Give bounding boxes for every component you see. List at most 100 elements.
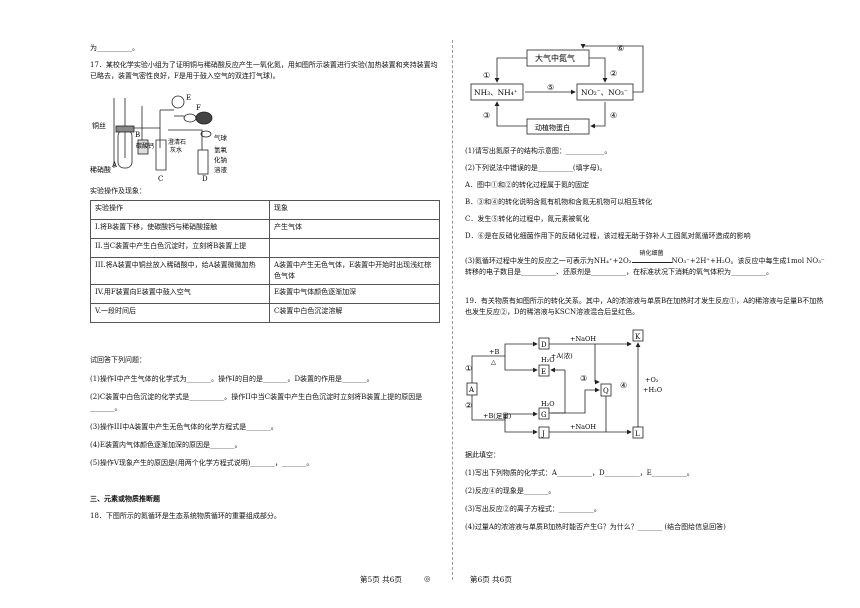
diagram-label: J xyxy=(541,430,545,438)
q17-stem: 17．某校化学实验小组为了证明铜与稀硝酸反应产生一氧化氮，用如图所示装置进行实验… xyxy=(90,61,438,80)
diagram-label: NH₃、NH₄⁺ xyxy=(474,88,518,97)
table-cell xyxy=(269,238,440,258)
diagram-label: +NaOH xyxy=(570,335,596,343)
q17-sub-1: (1)操作I中产生气体的化学式为_______。操作I的目的是_______。D… xyxy=(90,375,374,383)
table-cell: V.一段时间后 xyxy=(90,302,270,323)
apparatus-diagram: 铜丝 B 碳酸钙 A 稀硝酸 澄清石 灰水 C D E F 气球 氢氧 化钠 溶… xyxy=(90,94,228,183)
prev-question-tail: 为__________。 xyxy=(90,44,139,52)
q17-sub-3: (3)操作III中A装置中产生无色气体的化学方程式是_______。 xyxy=(90,423,278,431)
table-cell: II.当C装置中产生白色沉淀时，立刻将B装置上提 xyxy=(90,238,270,258)
table-cell: IV.用F装置向E装置中鼓入空气 xyxy=(90,283,270,304)
diagram-label: E xyxy=(541,368,546,376)
label-dilute-acid: 稀硝酸 xyxy=(90,165,111,174)
table-caption: 实验操作及现象： xyxy=(90,187,146,195)
q19-sub-4: (4)过量A的浓溶液与单质B加热时能否产生G？为什么？_______ (结合图给… xyxy=(465,523,726,531)
table-cell: III.将A装置中铜丝放入稀硝酸中，给A装置微微加热 xyxy=(90,257,270,285)
diagram-label: ⑥ xyxy=(617,44,624,53)
q18-stem: 18．下图所示的氮循环是生态系统物质循环的重要组成部分。 xyxy=(90,512,281,520)
diagram-label: H₂O xyxy=(541,400,555,408)
label-a: A xyxy=(111,161,118,169)
diagram-label: ② xyxy=(465,401,472,410)
q17-sub-4: (4)E装置内气体颜色逐渐加深的原因是_______。 xyxy=(90,441,242,449)
table-cell: 产生气体 xyxy=(269,219,440,239)
diagram-label: NO₂⁻、NO₃⁻ xyxy=(581,88,628,97)
table-header-cell: 现象 xyxy=(269,200,440,220)
label-caco3: 碳酸钙 xyxy=(136,142,154,150)
label-naoh-3: 溶液 xyxy=(214,165,228,174)
diagram-label: ③ xyxy=(580,374,587,383)
table-row: III.将A装置中铜丝放入稀硝酸中，给A装置微微加热 A装置中产生无色气体，E装… xyxy=(90,257,440,285)
option-d: D．⑥是在反硝化细菌作用下的反硝化过程，该过程无助于弥补人工固氮对氮循环造成的影… xyxy=(465,232,751,240)
box-protein xyxy=(526,118,590,135)
label-b: B xyxy=(135,131,140,139)
diagram-label: +B xyxy=(489,348,499,356)
q17-sub-5: (5)操作V现象产生的原因是(用两个化学方程式说明)_______，______… xyxy=(90,459,314,467)
diagram-label: ③ xyxy=(483,111,490,120)
q19-sub-2: (2)反应④的现象是_______。 xyxy=(465,487,556,495)
diagram-label: Q xyxy=(603,387,609,395)
section-3-heading: 三、元素或物质推断题 xyxy=(90,494,160,503)
option-c: C．发生⑤转化的过程中，氮元素被氧化 xyxy=(465,215,590,223)
option-b: B．③和④的转化说明含氮有机物和含氮无机物可以相互转化 xyxy=(465,198,653,206)
diagram-label: ① xyxy=(465,364,472,373)
label-limewater-1: 澄清石 xyxy=(168,138,186,146)
page-number-right: 第6页 共6页 xyxy=(470,575,512,584)
table-cell: C装置中白色沉淀溶解 xyxy=(269,302,440,323)
diagram-label: +A(浓) xyxy=(551,351,573,360)
label-naoh-1: 氢氧 xyxy=(214,145,228,154)
diagram-label: H₂O xyxy=(541,356,555,364)
option-a: A．图中①和②的转化过程属于氮的固定 xyxy=(465,181,590,189)
q17-sub-2: (2)C装置中白色沉淀的化学式是__________。操作II中当C装置中产生白… xyxy=(90,393,423,412)
label-copper-wire: 铜丝 xyxy=(92,121,106,130)
diagram-label: +NaOH xyxy=(570,423,596,431)
table-row: IV.用F装置向E装置中鼓入空气 E装置中气体颜色逐渐加深 xyxy=(90,283,440,304)
conversion-diagram: A D E G J Q K L +B △ +B(足量) +NaOH +NaOH … xyxy=(465,329,662,439)
table-row: V.一段时间后 C装置中白色沉淀溶解 xyxy=(90,302,440,323)
diagram-label: G xyxy=(541,411,547,419)
binding-mark: ◎ xyxy=(424,574,431,583)
q17-prompt: 试回答下列问题： xyxy=(90,356,146,364)
table-row: II.当C装置中产生白色沉淀时，立刻将B装置上提 xyxy=(90,238,440,258)
diagram-label: D xyxy=(541,341,547,349)
diagram-label: L xyxy=(635,430,640,438)
diagram-label: ⑤ xyxy=(547,83,554,92)
diagram-label: 动植物蛋白 xyxy=(535,123,570,132)
label-limewater-2: 灰水 xyxy=(170,146,182,154)
label-f: F xyxy=(196,104,201,112)
q18-sub-2: (2)下列说法中错误的是__________(填字母)。 xyxy=(465,164,607,172)
q18-sub-1: (1)请写出氮原子的结构示意图：___________。 xyxy=(465,147,612,155)
diagram-label: ④ xyxy=(610,111,617,120)
q19-sub-1: (1)写出下列物质的化学式：A__________，D__________，E_… xyxy=(465,469,694,477)
q18-3-reactants: (3)氮循环过程中发生的反应之一可表示为NH₄⁺+2O₂ xyxy=(465,257,632,265)
diagram-label: △ xyxy=(491,358,496,366)
catalyst-label: 硝化细菌 xyxy=(639,250,664,257)
nitrogen-cycle-diagram: 大气中氮气 NH₃、NH₄⁺ NO₂⁻、NO₃⁻ 动植物蛋白 ① ② ③ ④ ⑤… xyxy=(470,44,644,135)
table-cell: E装置中气体颜色逐渐加深 xyxy=(269,283,440,304)
label-c: C xyxy=(158,175,163,183)
diagram-label: K xyxy=(635,333,641,341)
diagram-label: +O₂ xyxy=(645,376,659,384)
label-balloon: 气球 xyxy=(214,133,228,142)
diagram-label: ④ xyxy=(620,381,627,390)
table-header-row: 实验操作 现象 xyxy=(90,200,440,220)
diagram-label: ① xyxy=(483,71,490,80)
table-cell: A装置中产生无色气体，E装置中开始时出现浅红棕色气体 xyxy=(269,257,440,285)
fill-in-label: 据此填空： xyxy=(465,451,500,459)
table-row: I.将B装置下移，使碳酸钙与稀硝酸接触 产生气体 xyxy=(90,219,440,239)
label-e: E xyxy=(186,94,191,102)
experiment-table: 实验操作 现象 I.将B装置下移，使碳酸钙与稀硝酸接触 产生气体 II.当C装置… xyxy=(90,200,440,323)
page-number-left: 第5页 共6页 xyxy=(360,575,402,584)
diagram-label: +H₂O xyxy=(643,386,662,394)
diagram-label: ② xyxy=(610,69,617,78)
diagram-label: +B(足量) xyxy=(483,412,512,420)
label-naoh-2: 化钠 xyxy=(214,155,227,164)
diagram-label: A xyxy=(468,386,475,394)
diagram-label: 大气中氮气 xyxy=(535,53,575,63)
label-d: D xyxy=(202,175,208,183)
box-nh3-nh4 xyxy=(470,83,524,101)
table-header-cell: 实验操作 xyxy=(90,200,270,220)
table-cell: I.将B装置下移，使碳酸钙与稀硝酸接触 xyxy=(90,219,270,239)
q19-stem: 19．有关物质有如图所示的转化关系。其中，A的浓溶液与单质B在加热时才发生反应①… xyxy=(465,297,824,316)
q19-sub-3: (3)写出反应②的离子方程式：__________。 xyxy=(465,505,601,513)
